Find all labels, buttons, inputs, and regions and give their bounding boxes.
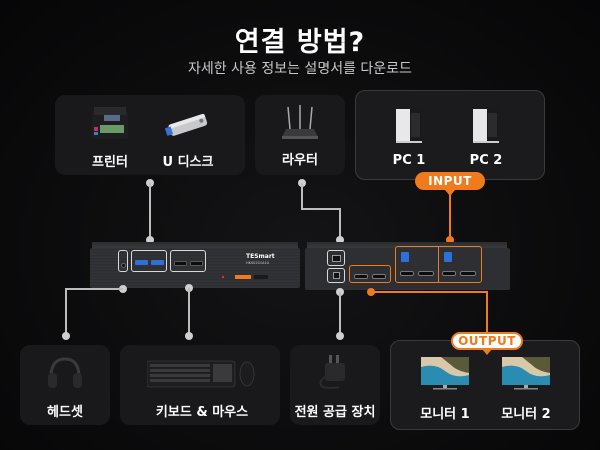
card-keyboard-mouse: 키보드 & 마우스 bbox=[120, 345, 280, 425]
device-monitor-1: 모니터 1 bbox=[420, 357, 470, 422]
card-printer-usb: 프린터 U 디스크 bbox=[55, 95, 245, 175]
monitor-icon bbox=[421, 357, 469, 390]
headset-icon bbox=[48, 357, 82, 388]
output-group: 모니터 1 모니터 2 bbox=[390, 340, 580, 430]
pc2-indicator bbox=[254, 275, 268, 279]
switch-front-panel: TESmart HKS0201A1U bbox=[90, 248, 300, 288]
connector-line bbox=[65, 288, 123, 290]
printer-icon bbox=[92, 107, 128, 139]
hdmi-port bbox=[400, 271, 414, 276]
device-label: 헤드셋 bbox=[47, 405, 83, 420]
device-pc-1: PC 1 bbox=[393, 105, 425, 168]
device-power-supply: 전원 공급 장치 bbox=[295, 353, 375, 420]
input-group: PC 1 PC 2 bbox=[355, 90, 545, 180]
power-port-box bbox=[327, 268, 345, 283]
usb-port bbox=[151, 260, 164, 265]
model-tag: HKS0201A1U bbox=[246, 261, 270, 265]
displayport-port bbox=[460, 271, 476, 276]
usb3-port-box bbox=[131, 250, 167, 272]
hdmi-port bbox=[372, 274, 386, 279]
displayport-port bbox=[418, 271, 434, 276]
status-led bbox=[222, 276, 224, 278]
output-badge: OUTPUT bbox=[451, 332, 523, 355]
device-label: PC 1 bbox=[392, 153, 426, 168]
device-headset: 헤드셋 bbox=[45, 355, 85, 420]
device-label: 모니터 2 bbox=[501, 407, 551, 422]
device-label: 키보드 & 마우스 bbox=[155, 405, 249, 420]
usb-port bbox=[135, 260, 148, 265]
card-headset: 헤드셋 bbox=[20, 345, 110, 425]
monitor-icon bbox=[502, 357, 550, 390]
hdmi-port bbox=[442, 271, 456, 276]
hdmi-port bbox=[354, 274, 368, 279]
device-label: 전원 공급 장치 bbox=[294, 405, 376, 420]
lan-port-box bbox=[327, 250, 345, 266]
router-icon bbox=[282, 105, 318, 139]
usb-b-port bbox=[401, 252, 409, 262]
connector-line bbox=[188, 288, 190, 336]
card-router: 라우터 bbox=[255, 95, 345, 175]
connector-dot bbox=[119, 285, 127, 293]
device-router: 라우터 bbox=[280, 103, 320, 168]
connector-line bbox=[301, 183, 303, 209]
page-title: 연결 방법? bbox=[234, 27, 366, 58]
device-keyboard-mouse: 키보드 & 마우스 bbox=[146, 359, 257, 420]
connector-line bbox=[149, 183, 151, 239]
switch-front-top bbox=[92, 242, 298, 248]
input-port-box bbox=[395, 246, 482, 283]
pc-tower-icon bbox=[473, 107, 499, 143]
connector-dot bbox=[185, 332, 193, 340]
card-power-supply: 전원 공급 장치 bbox=[290, 345, 380, 425]
connector-dot bbox=[62, 332, 70, 340]
device-monitor-2: 모니터 2 bbox=[501, 357, 551, 422]
keyboard-mouse-icon bbox=[146, 360, 255, 388]
pc-tower-icon bbox=[396, 107, 422, 143]
connector-line bbox=[339, 208, 341, 240]
usb-b-port bbox=[444, 252, 452, 262]
output-connector-line bbox=[486, 291, 488, 333]
connector-line bbox=[339, 292, 341, 336]
audio-port-box bbox=[118, 250, 128, 272]
usb-port bbox=[190, 261, 203, 266]
brand-logo: TESmart bbox=[246, 253, 275, 260]
output-port-box bbox=[349, 265, 391, 283]
device-usb-drive: U 디스크 bbox=[163, 113, 213, 170]
connector-line bbox=[301, 208, 340, 210]
connector-dot bbox=[336, 236, 344, 244]
input-badge: INPUT bbox=[415, 172, 485, 196]
usb-port bbox=[174, 261, 187, 266]
device-label: 프린터 bbox=[92, 155, 128, 170]
device-printer: 프린터 bbox=[90, 105, 130, 170]
connector-dot bbox=[146, 236, 154, 244]
connector-dot bbox=[336, 332, 344, 340]
device-label: U 디스크 bbox=[162, 155, 214, 170]
power-adapter-icon bbox=[319, 355, 345, 389]
usb2-port-box bbox=[170, 250, 206, 272]
input-connector-dot bbox=[446, 236, 454, 244]
select-button[interactable] bbox=[235, 275, 251, 279]
device-label: 라우터 bbox=[282, 153, 318, 168]
page-subtitle: 자세한 사용 정보는 설명서를 다운로드 bbox=[188, 61, 412, 77]
connector-line bbox=[65, 288, 67, 336]
device-pc-2: PC 2 bbox=[470, 105, 502, 168]
output-connector-line bbox=[371, 291, 487, 293]
switch-back-panel bbox=[305, 246, 510, 290]
device-label: PC 2 bbox=[469, 153, 503, 168]
switch-back-top bbox=[307, 242, 507, 248]
usb-drive-icon bbox=[164, 113, 208, 136]
input-connector-line bbox=[449, 194, 451, 240]
device-label: 모니터 1 bbox=[420, 407, 470, 422]
